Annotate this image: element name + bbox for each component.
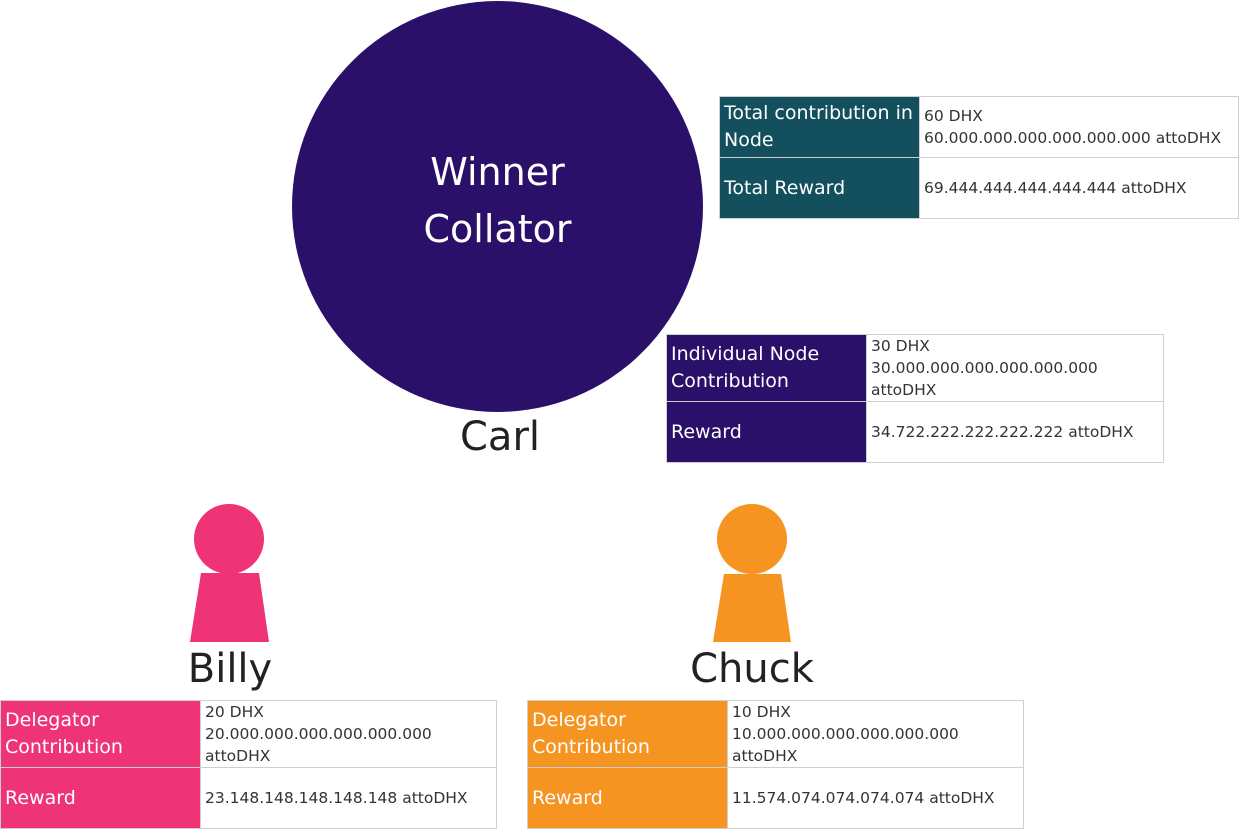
table-row: Reward 34.722.222.222.222.222 attoDHX <box>666 401 1164 463</box>
table-row: Reward 23.148.148.148.148.148 attoDHX <box>0 767 497 829</box>
individual-contribution-value: 30 DHX 30.000.000.000.000.000.000 attoDH… <box>866 334 1164 402</box>
individual-contribution-table: Individual Node Contribution 30 DHX 30.0… <box>666 334 1164 463</box>
billy-reward-value: 23.148.148.148.148.148 attoDHX <box>200 767 497 829</box>
individual-contribution-dhx: 30 DHX <box>871 337 930 355</box>
billy-contribution-atto: 20.000.000.000.000.000.000 attoDHX <box>205 725 432 765</box>
chuck-delegator-table: Delegator Contribution 10 DHX 10.000.000… <box>527 700 1024 829</box>
table-row: Reward 11.574.074.074.074.074 attoDHX <box>527 767 1024 829</box>
individual-reward-value: 34.722.222.222.222.222 attoDHX <box>866 401 1164 463</box>
billy-contribution-dhx: 20 DHX <box>205 703 264 721</box>
chuck-reward-atto: 11.574.074.074.074.074 attoDHX <box>732 789 995 807</box>
billy-delegator-table: Delegator Contribution 20 DHX 20.000.000… <box>0 700 497 829</box>
collator-title-line2: Collator <box>423 206 572 251</box>
chuck-contribution-atto: 10.000.000.000.000.000.000 attoDHX <box>732 725 959 765</box>
delegator-name-billy: Billy <box>187 646 273 692</box>
individual-reward-atto: 34.722.222.222.222.222 attoDHX <box>871 423 1134 441</box>
billy-contribution-value: 20 DHX 20.000.000.000.000.000.000 attoDH… <box>200 700 497 768</box>
individual-contribution-atto: 30.000.000.000.000.000.000 attoDHX <box>871 359 1098 399</box>
total-reward-label: Total Reward <box>719 157 920 219</box>
chuck-reward-label: Reward <box>527 767 728 829</box>
person-icon <box>190 504 269 642</box>
billy-reward-label: Reward <box>0 767 201 829</box>
individual-reward-label: Reward <box>666 401 867 463</box>
collator-name: Carl <box>460 414 540 460</box>
total-contribution-label: Total contribution in Node <box>719 96 920 158</box>
billy-contribution-label: Delegator Contribution <box>0 700 201 768</box>
table-row: Total Reward 69.444.444.444.444.444 atto… <box>719 157 1239 219</box>
collator-title-line1: Winner <box>430 149 565 194</box>
table-row: Total contribution in Node 60 DHX 60.000… <box>719 96 1239 158</box>
chuck-contribution-value: 10 DHX 10.000.000.000.000.000.000 attoDH… <box>727 700 1024 768</box>
total-contribution-value: 60 DHX 60.000.000.000.000.000.000 attoDH… <box>919 96 1239 158</box>
table-row: Delegator Contribution 10 DHX 10.000.000… <box>527 700 1024 768</box>
total-contribution-dhx: 60 DHX <box>924 107 983 125</box>
table-row: Delegator Contribution 20 DHX 20.000.000… <box>0 700 497 768</box>
individual-contribution-label: Individual Node Contribution <box>666 334 867 402</box>
total-contribution-table: Total contribution in Node 60 DHX 60.000… <box>719 96 1239 219</box>
total-reward-atto: 69.444.444.444.444.444 attoDHX <box>924 179 1187 197</box>
total-contribution-atto: 60.000.000.000.000.000.000 attoDHX <box>924 129 1222 147</box>
person-icon <box>713 504 791 642</box>
chuck-reward-value: 11.574.074.074.074.074 attoDHX <box>727 767 1024 829</box>
delegator-name-chuck: Chuck <box>690 646 814 692</box>
chuck-contribution-label: Delegator Contribution <box>527 700 728 768</box>
billy-reward-atto: 23.148.148.148.148.148 attoDHX <box>205 789 468 807</box>
total-reward-value: 69.444.444.444.444.444 attoDHX <box>919 157 1239 219</box>
chuck-contribution-dhx: 10 DHX <box>732 703 791 721</box>
table-row: Individual Node Contribution 30 DHX 30.0… <box>666 334 1164 402</box>
winner-collator-node: Winner Collator <box>292 1 703 412</box>
